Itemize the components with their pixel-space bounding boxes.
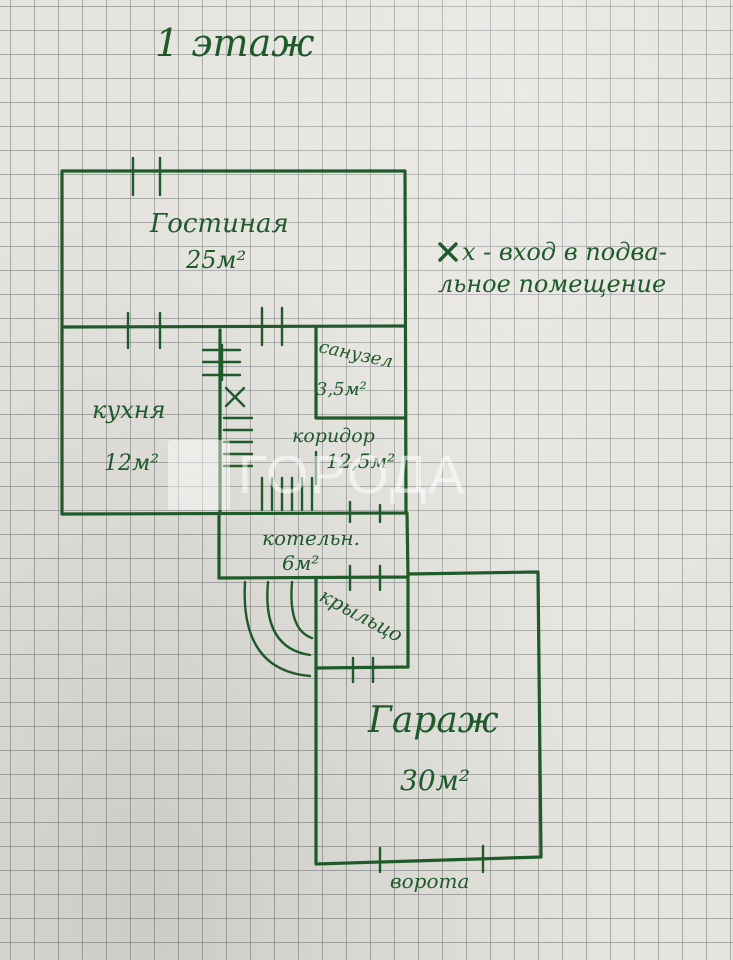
openings <box>126 156 485 874</box>
living-room-wall <box>62 324 407 329</box>
room-corridor-area: 12,5м² <box>326 449 395 473</box>
watermark: ГОРОДА <box>168 436 568 514</box>
room-kitchen-name: кухня <box>92 396 166 424</box>
room-living-name: Гостиная <box>149 209 289 239</box>
boiler-room-outline <box>217 511 410 580</box>
room-living-area: 25м² <box>185 246 246 274</box>
porch-outline <box>314 575 410 670</box>
stairs <box>201 343 314 512</box>
floor-title: 1 этаж <box>155 21 314 65</box>
watermark-text: ГОРОДА <box>238 445 467 505</box>
room-bathroom-name: санузел <box>317 336 395 372</box>
room-kitchen-area: 12м² <box>104 451 159 476</box>
room-boiler-name: котельн. <box>262 526 360 550</box>
room-boiler-area: 6м² <box>282 551 319 575</box>
walls <box>60 169 543 866</box>
room-corridor-name: коридор <box>292 425 375 447</box>
garage-outline <box>314 570 543 866</box>
gate-label: ворота <box>390 869 469 893</box>
bathroom-wall <box>314 326 407 420</box>
room-porch-name: крыльцо <box>316 583 407 647</box>
legend-line-2: льное помещение <box>438 270 666 298</box>
room-garage-name: Гараж <box>367 700 499 741</box>
legend-x-icon <box>438 242 458 262</box>
basement-hatch-icon <box>224 386 246 408</box>
room-garage-area: 30м² <box>400 764 470 797</box>
watermark-logo-icon <box>168 440 230 510</box>
legend-line-1: x - вход в подва- <box>462 238 667 266</box>
porch-steps <box>243 580 314 678</box>
room-bathroom-area: 3,5м² <box>316 379 367 400</box>
